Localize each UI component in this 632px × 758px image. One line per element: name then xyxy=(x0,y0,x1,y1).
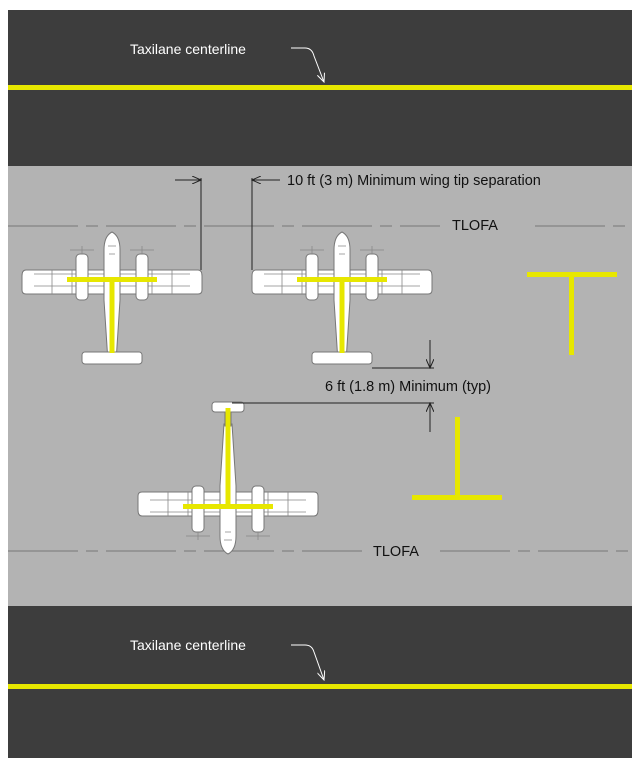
taxilane-centerline-top xyxy=(8,85,632,90)
taxilane-centerline-bottom xyxy=(8,684,632,689)
taxilane-pavement-bottom xyxy=(8,606,632,758)
tlofa-label-top: TLOFA xyxy=(452,218,498,234)
taxilane-label-bottom: Taxilane centerline xyxy=(130,637,246,653)
min-clearance-label: 6 ft (1.8 m) Minimum (typ) xyxy=(325,379,491,395)
wingtip-separation-label: 10 ft (3 m) Minimum wing tip separation xyxy=(287,173,541,189)
tiedown-marking-lower xyxy=(412,417,502,500)
taxilane-leader-bottom xyxy=(291,644,324,680)
min-clearance-dimension xyxy=(232,340,434,432)
taxilane-leader-top xyxy=(291,47,324,82)
wingtip-separation-dimension xyxy=(175,178,280,270)
tiedown-marking-upper xyxy=(527,272,617,355)
taxilane-label-top: Taxilane centerline xyxy=(130,41,246,57)
apron-area xyxy=(8,166,632,606)
tlofa-label-bottom: TLOFA xyxy=(373,544,419,560)
